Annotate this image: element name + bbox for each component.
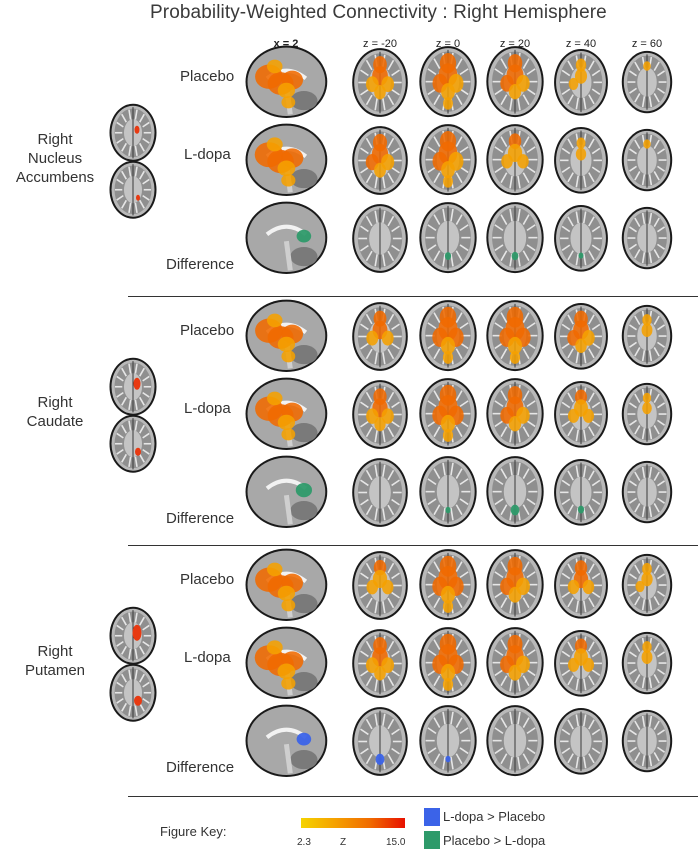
- seed-label-line: Right: [37, 643, 73, 660]
- axial-slice: [554, 204, 608, 272]
- column-header-5: z = 60: [631, 38, 663, 50]
- axial-slice: [352, 550, 408, 620]
- sagittal-slice: [245, 455, 327, 529]
- sagittal-slice: [245, 548, 327, 622]
- axial-slice: [486, 124, 544, 196]
- column-header-2: z = 0: [435, 38, 461, 50]
- axial-slice: [554, 707, 608, 775]
- seed-label-line: Putamen: [24, 662, 86, 679]
- seed-label-line: Right: [37, 130, 73, 148]
- axial-slice: [486, 456, 544, 528]
- group-separator: [128, 545, 698, 546]
- axial-slice: [486, 202, 544, 274]
- axial-slice: [352, 203, 408, 273]
- axial-slice: [554, 380, 608, 448]
- axial-slice: [419, 378, 477, 450]
- axial-slice: [554, 458, 608, 526]
- axial-slice: [352, 706, 408, 776]
- row-label-placebo: Placebo: [180, 322, 235, 339]
- figure-key-title: Figure Key:: [160, 824, 227, 839]
- seed-coronal-thumbnail: [109, 161, 157, 219]
- seed-axial-thumbnail: [109, 104, 157, 162]
- axial-slice: [621, 206, 673, 270]
- row-label-placebo: Placebo: [180, 571, 235, 588]
- seed-coronal-thumbnail: [109, 664, 157, 722]
- legend-green-label: Placebo > L-dopa: [443, 833, 546, 848]
- group-separator: [128, 296, 698, 297]
- axial-slice: [486, 46, 544, 118]
- axial-slice: [419, 202, 477, 274]
- sagittal-slice: [245, 299, 327, 373]
- sagittal-slice: [245, 45, 327, 119]
- column-header-4: z = 40: [565, 38, 597, 50]
- axial-slice: [352, 125, 408, 195]
- sagittal-slice: [245, 377, 327, 451]
- column-header-3: z = 20: [499, 38, 531, 50]
- sagittal-slice: [245, 201, 327, 275]
- axial-slice: [419, 627, 477, 699]
- sagittal-slice: [245, 626, 327, 700]
- axial-slice: [486, 549, 544, 621]
- axial-slice: [486, 627, 544, 699]
- axial-slice: [621, 304, 673, 368]
- axial-slice: [486, 705, 544, 777]
- axial-slice: [352, 379, 408, 449]
- colorbar-min-label: 2.3: [297, 837, 311, 848]
- row-label-difference: Difference: [166, 759, 235, 776]
- axial-slice: [352, 628, 408, 698]
- row-label-l-dopa: L-dopa: [184, 400, 231, 417]
- axial-slice: [486, 300, 544, 372]
- axial-slice: [621, 553, 673, 617]
- colorbar-max-label: 15.0: [386, 837, 406, 848]
- axial-slice: [554, 48, 608, 116]
- axial-slice: [419, 124, 477, 196]
- seed-label-line: Nucleus: [27, 149, 83, 167]
- row-label-placebo: Placebo: [180, 68, 235, 85]
- sagittal-slice: [245, 704, 327, 778]
- seed-axial-thumbnail: [109, 607, 157, 665]
- axial-slice: [419, 46, 477, 118]
- sagittal-slice: [245, 123, 327, 197]
- figure-title: Probability-Weighted Connectivity : Righ…: [150, 2, 607, 23]
- z-colorbar: [301, 818, 405, 828]
- row-label-l-dopa: L-dopa: [184, 649, 231, 666]
- seed-axial-thumbnail: [109, 358, 157, 416]
- axial-slice: [419, 549, 477, 621]
- column-header-1: z = -20: [363, 38, 397, 50]
- axial-slice: [621, 128, 673, 192]
- axial-slice: [621, 460, 673, 524]
- axial-slice: [419, 705, 477, 777]
- axial-slice: [554, 551, 608, 619]
- axial-slice: [621, 631, 673, 695]
- axial-slice: [554, 302, 608, 370]
- row-label-l-dopa: L-dopa: [184, 146, 231, 163]
- row-label-difference: Difference: [166, 256, 235, 273]
- axial-slice: [352, 301, 408, 371]
- seed-label-line: Caudate: [26, 413, 84, 430]
- axial-slice: [352, 47, 408, 117]
- seed-label-line: Accumbens: [15, 168, 95, 186]
- legend-blue-swatch: [424, 808, 440, 826]
- seed-label-line: Right: [37, 394, 73, 411]
- row-label-difference: Difference: [166, 510, 235, 527]
- seed-coronal-thumbnail: [109, 415, 157, 473]
- group-separator: [128, 796, 698, 797]
- axial-slice: [419, 300, 477, 372]
- legend-blue-label: L-dopa > Placebo: [443, 809, 546, 824]
- axial-slice: [352, 457, 408, 527]
- axial-slice: [621, 709, 673, 773]
- axial-slice: [621, 382, 673, 446]
- axial-slice: [554, 629, 608, 697]
- axial-slice: [621, 50, 673, 114]
- axial-slice: [419, 456, 477, 528]
- axial-slice: [554, 126, 608, 194]
- axial-slice: [486, 378, 544, 450]
- legend-green-swatch: [424, 831, 440, 849]
- colorbar-z-label: Z: [340, 837, 347, 848]
